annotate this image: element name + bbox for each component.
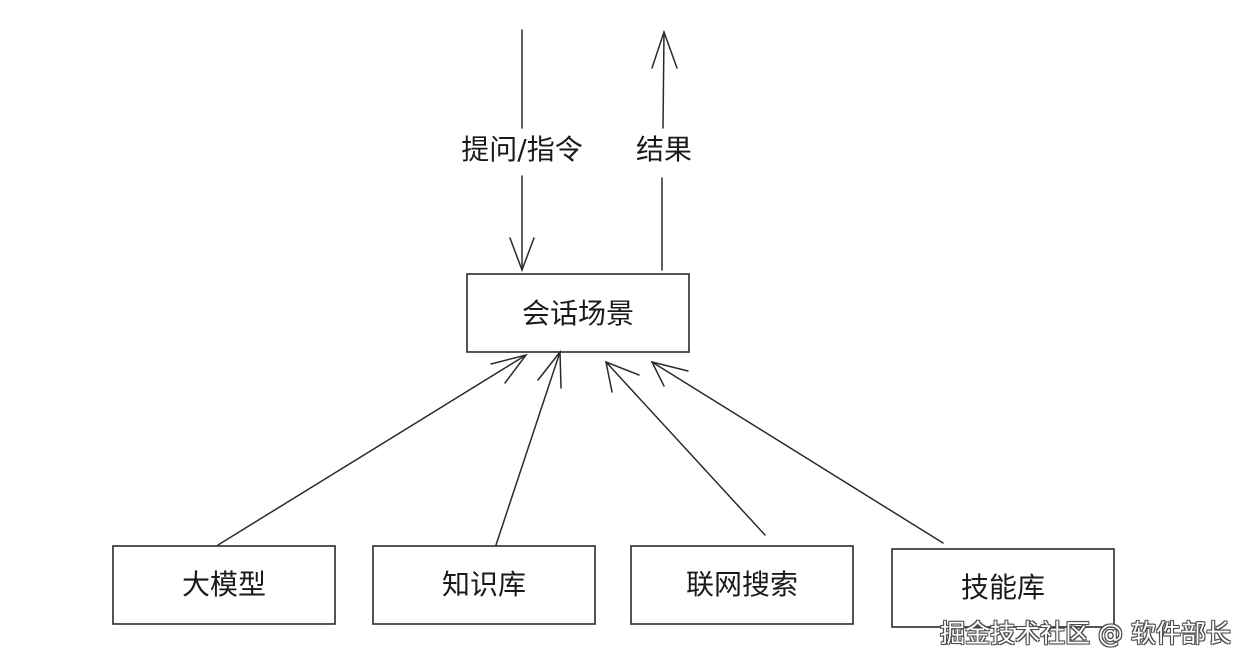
node-conversation-scene: 会话场景 xyxy=(466,273,690,353)
output-arrow xyxy=(651,29,678,271)
node-llm-label: 大模型 xyxy=(182,568,266,601)
input-arrow xyxy=(509,29,535,273)
node-knowledge-base-label: 知识库 xyxy=(442,568,526,601)
output-label: 结果 xyxy=(636,133,692,166)
node-web-search: 联网搜索 xyxy=(630,545,854,625)
node-web-search-label: 联网搜索 xyxy=(686,568,798,601)
node-conversation-scene-label: 会话场景 xyxy=(522,297,634,330)
node-knowledge-base: 知识库 xyxy=(372,545,596,625)
node-skills-library-label: 技能库 xyxy=(961,571,1045,604)
arrow-web-search-to-center xyxy=(604,360,766,536)
arrow-knowledge-to-center xyxy=(495,349,562,546)
watermark-text: 掘金技术社区 @ 软件部长 xyxy=(940,619,1231,648)
input-label: 提问/指令 xyxy=(461,133,582,166)
node-llm: 大模型 xyxy=(112,545,336,625)
arrow-skills-to-center xyxy=(650,360,944,544)
node-skills-library: 技能库 xyxy=(891,548,1115,628)
arrow-llm-to-center xyxy=(217,353,528,546)
